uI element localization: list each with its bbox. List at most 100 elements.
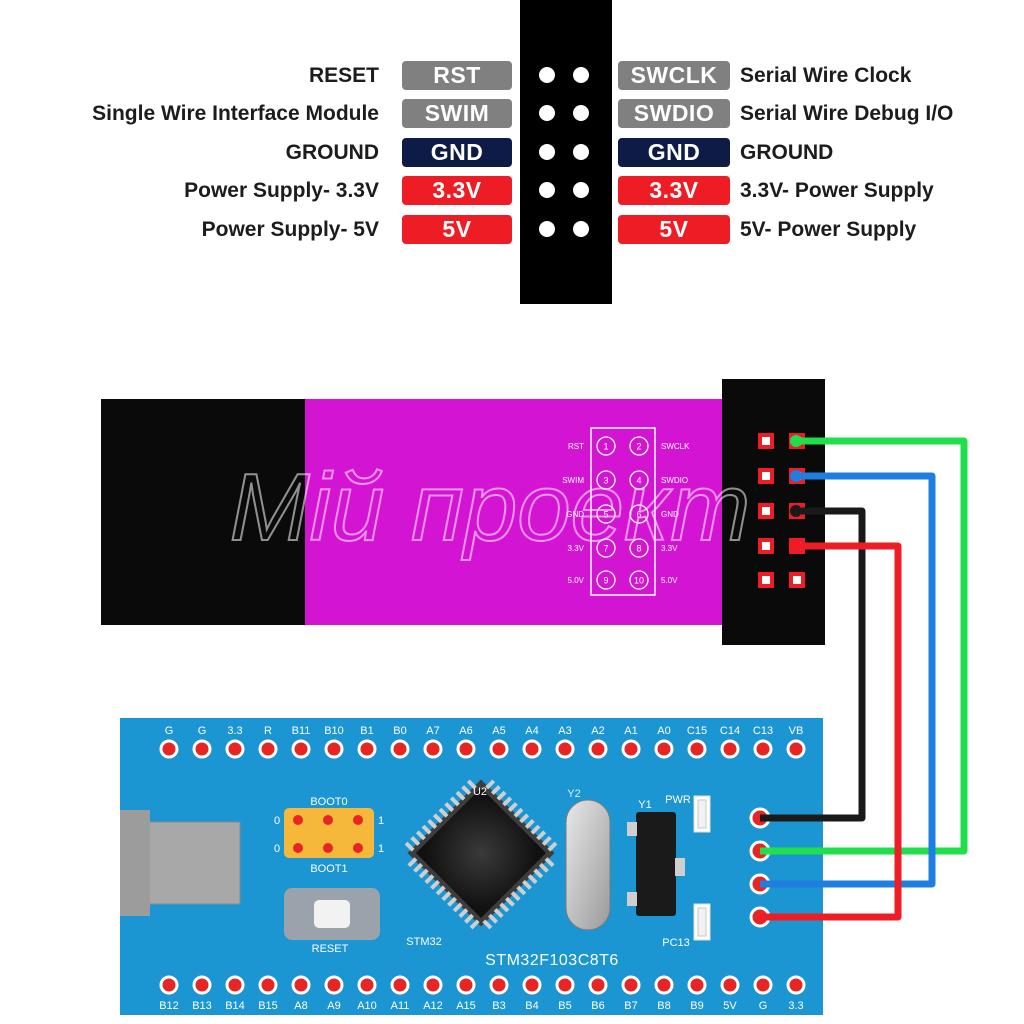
bottom-pin bbox=[192, 975, 212, 995]
boot-jumper-block bbox=[284, 808, 374, 858]
bottom-pin-label: B13 bbox=[192, 1000, 212, 1012]
bottom-pin bbox=[588, 975, 608, 995]
programmer-silk-right: SWDIO bbox=[661, 476, 688, 485]
idc-header-diagram bbox=[520, 0, 612, 304]
top-pin-label: G bbox=[165, 725, 174, 737]
pinout-left-desc: GROUND bbox=[285, 141, 379, 164]
top-pin-label: C13 bbox=[753, 725, 773, 737]
wire-gnd bbox=[760, 507, 866, 822]
boot-jumper-pins bbox=[293, 815, 363, 853]
top-pin bbox=[753, 739, 773, 759]
jumper-0-label-top: 0 bbox=[274, 815, 280, 827]
top-pin bbox=[687, 739, 707, 759]
y2-label: Y2 bbox=[567, 788, 580, 800]
top-pin-label: A5 bbox=[492, 725, 505, 737]
top-pin-label: G bbox=[198, 725, 207, 737]
bottom-pin bbox=[456, 975, 476, 995]
programmer-silk-left: RST bbox=[568, 442, 584, 451]
programmer-pin-circle bbox=[596, 538, 616, 558]
pinout-left-desc: RESET bbox=[308, 64, 379, 87]
top-pin-label: VB bbox=[789, 725, 804, 737]
usb-shell bbox=[120, 810, 150, 916]
programmer-pin-number: 7 bbox=[603, 544, 608, 554]
y1-label: Y1 bbox=[638, 799, 651, 811]
top-pin-label: R bbox=[264, 725, 272, 737]
pinout-right-desc: Serial Wire Clock bbox=[740, 64, 912, 87]
bottom-pin bbox=[786, 975, 806, 995]
bottom-pin bbox=[225, 975, 245, 995]
top-pin bbox=[555, 739, 575, 759]
pinout-left-badge: 3.3V bbox=[402, 176, 512, 205]
wires bbox=[760, 437, 968, 921]
bottom-pin-label: A15 bbox=[456, 1000, 476, 1012]
boot0-label: BOOT0 bbox=[310, 796, 347, 808]
top-pin-label: A0 bbox=[657, 725, 670, 737]
pinout-right-desc: 3.3V- Power Supply bbox=[740, 179, 934, 202]
programmer-pin-number: 3 bbox=[603, 476, 608, 486]
wire-swdio bbox=[760, 472, 936, 888]
programmer-pin-number: 8 bbox=[636, 544, 641, 554]
header-pin-dot bbox=[573, 221, 589, 237]
pinout-left-badge: 5V bbox=[402, 215, 512, 244]
bottom-pin bbox=[555, 975, 575, 995]
bottom-pin-label: 5V bbox=[723, 1000, 737, 1012]
wire-swclk bbox=[760, 437, 968, 855]
programmer-pin-circle bbox=[596, 570, 616, 590]
programmer-pin-number: 1 bbox=[603, 442, 608, 452]
programmer-pin-circle bbox=[629, 504, 649, 524]
reset-button[interactable] bbox=[314, 900, 350, 928]
idc-pin-hole bbox=[762, 472, 770, 480]
bottom-pin bbox=[258, 975, 278, 995]
top-pin bbox=[324, 739, 344, 759]
bottom-pin-label: A11 bbox=[391, 1000, 410, 1012]
bottom-pin bbox=[753, 975, 773, 995]
top-pin bbox=[786, 739, 806, 759]
bottom-pin bbox=[489, 975, 509, 995]
programmer-pin-circle bbox=[629, 470, 649, 490]
pwr-label: PWR bbox=[665, 794, 691, 806]
bottom-pin-label: B14 bbox=[225, 1000, 245, 1012]
top-pin bbox=[720, 739, 740, 759]
top-pin-label: A6 bbox=[459, 725, 472, 737]
top-pin bbox=[456, 739, 476, 759]
header-pin-dot bbox=[539, 144, 555, 160]
mcu-chip bbox=[404, 779, 558, 930]
header-pin-dot bbox=[573, 67, 589, 83]
bottom-pin bbox=[720, 975, 740, 995]
bottom-pin-label: B4 bbox=[525, 1000, 538, 1012]
watermark-text: Мій проект bbox=[230, 454, 751, 561]
pinout-right-desc: Serial Wire Debug I/O bbox=[740, 102, 954, 125]
programmer-pin-circle bbox=[596, 436, 616, 456]
header-pin-dot bbox=[539, 67, 555, 83]
programmer-pin-circle bbox=[596, 504, 616, 524]
programmer-pin-box bbox=[590, 427, 656, 596]
bottom-pin bbox=[621, 975, 641, 995]
pinout-right-desc: GROUND bbox=[740, 141, 834, 164]
idc-pin-hole bbox=[762, 437, 770, 445]
crystal-y2 bbox=[565, 799, 611, 931]
top-pin-label: A2 bbox=[591, 725, 604, 737]
bottom-pin-label: A8 bbox=[294, 1000, 307, 1012]
bottom-pin-label: B8 bbox=[657, 1000, 670, 1012]
programmer-usb-end bbox=[101, 399, 309, 625]
top-pin bbox=[621, 739, 641, 759]
programmer-pin-number: 4 bbox=[636, 476, 641, 486]
top-pin bbox=[258, 739, 278, 759]
top-pin bbox=[423, 739, 443, 759]
pinout-right-badge: 3.3V bbox=[618, 176, 730, 205]
top-pin bbox=[357, 739, 377, 759]
header-pin-dot bbox=[539, 105, 555, 121]
pinout-right-badge: SWDIO bbox=[618, 99, 730, 128]
programmer-silk-left: 5.0V bbox=[568, 576, 585, 585]
bottom-pin bbox=[324, 975, 344, 995]
top-pin-label: C14 bbox=[720, 725, 740, 737]
header-pin-dot bbox=[573, 182, 589, 198]
wire-ends bbox=[790, 435, 802, 552]
programmer-pin-number: 9 bbox=[603, 576, 608, 586]
jumper-0-label-bottom: 0 bbox=[274, 843, 280, 855]
bottom-pin-label: B3 bbox=[492, 1000, 505, 1012]
